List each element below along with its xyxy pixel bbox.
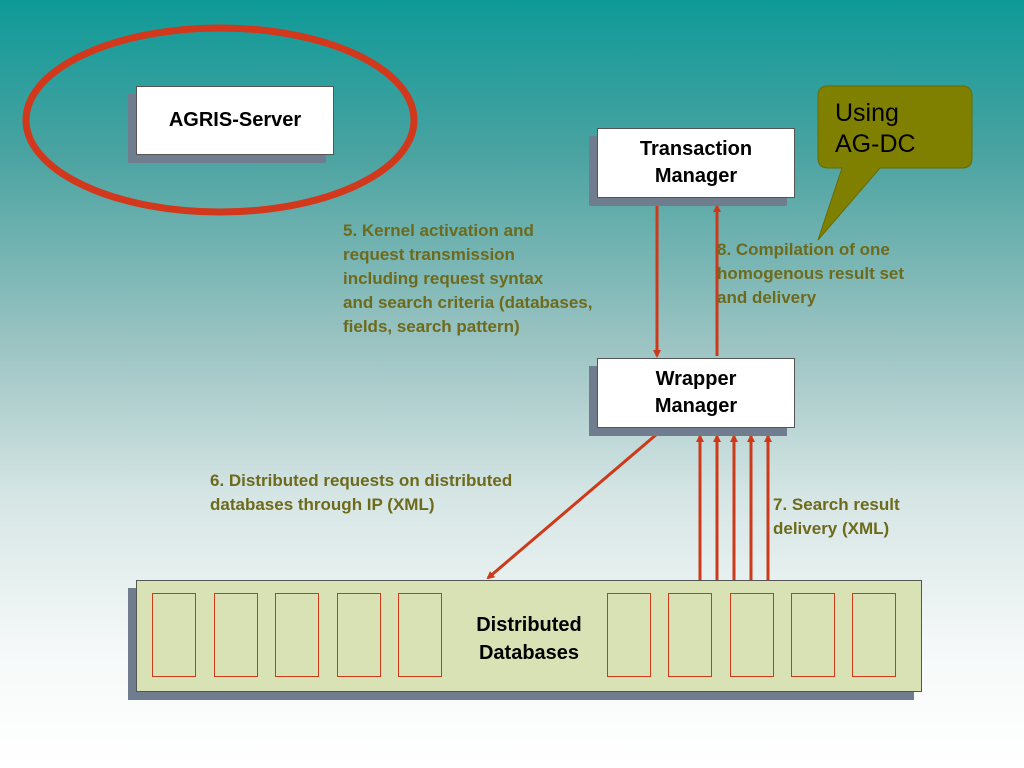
db-cell bbox=[398, 593, 442, 677]
arrow-step6 bbox=[486, 432, 658, 580]
step5-label: 5. Kernel activation and request transmi… bbox=[343, 221, 593, 336]
distributed-databases-label: Distributed Databases bbox=[476, 614, 582, 664]
db-cell bbox=[337, 593, 381, 677]
wrapper-manager-label: Wrapper Manager bbox=[654, 368, 738, 417]
db-cell bbox=[852, 593, 896, 677]
db-cell bbox=[791, 593, 835, 677]
highlight-ellipse bbox=[22, 24, 418, 216]
db-cell bbox=[607, 593, 651, 677]
db-cell bbox=[668, 593, 712, 677]
step7-label: 7. Search result delivery (XML) bbox=[773, 495, 900, 538]
distributed-databases-node: Distributed Databases bbox=[136, 580, 922, 692]
agris-server-label: AGRIS-Server bbox=[168, 109, 302, 131]
callout-bubble bbox=[817, 85, 973, 241]
step6-label: 6. Distributed requests on distributed d… bbox=[210, 471, 513, 514]
transaction-manager-label: Transaction Manager bbox=[639, 138, 753, 187]
db-cell bbox=[275, 593, 319, 677]
db-cell bbox=[214, 593, 258, 677]
db-cell bbox=[152, 593, 196, 677]
wrapper-manager-node: Wrapper Manager bbox=[597, 358, 795, 428]
agris-server-node: AGRIS-Server bbox=[136, 86, 334, 155]
db-cell bbox=[730, 593, 774, 677]
step8-label: 8. Compilation of one homogenous result … bbox=[717, 240, 905, 307]
transaction-manager-node: Transaction Manager bbox=[597, 128, 795, 198]
callout-text: Using AG-DC bbox=[835, 99, 916, 158]
